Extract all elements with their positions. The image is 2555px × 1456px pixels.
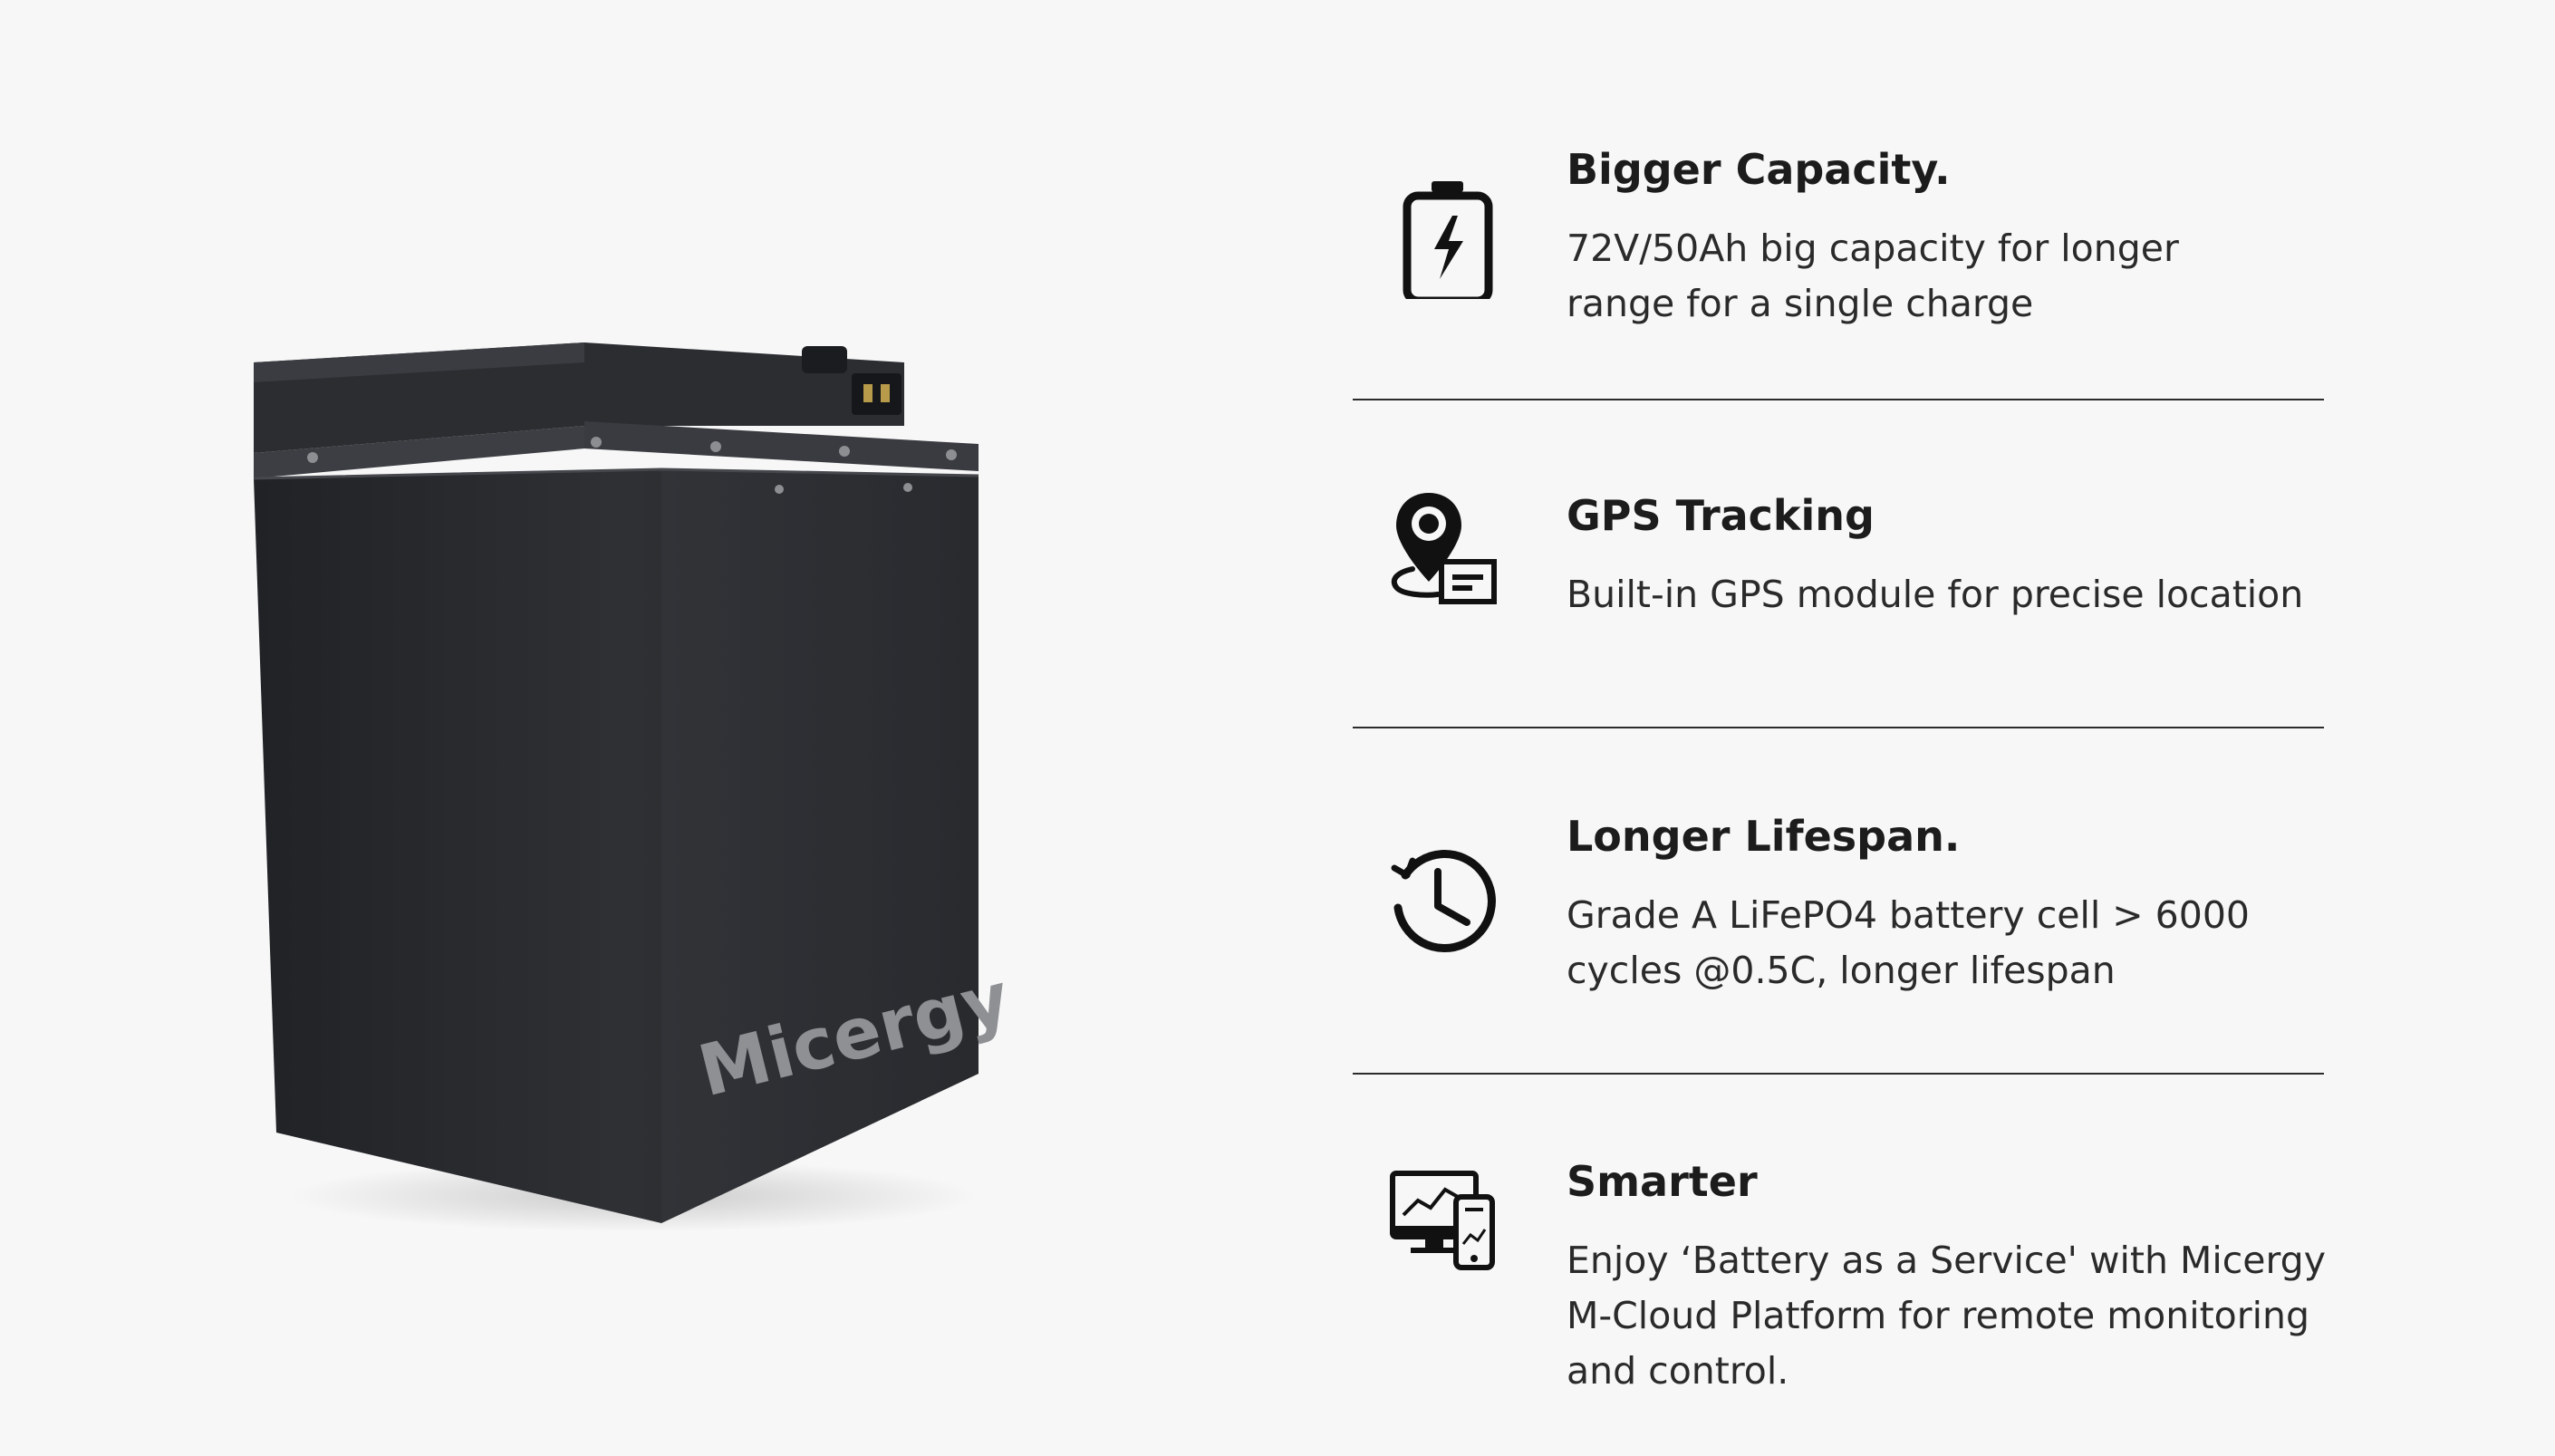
feature-description: Enjoy ‘Battery as a Service' with Micerg… <box>1567 1233 2328 1399</box>
feature-title: Longer Lifespan. <box>1567 812 1961 861</box>
description-line: Grade A LiFePO4 battery cell > 6000 <box>1567 893 2251 937</box>
feature-description: 72V/50Ah big capacity for longer range f… <box>1567 221 2328 332</box>
feature-title: GPS Tracking <box>1567 491 1875 540</box>
description-line: Built-in GPS module for precise location <box>1567 573 2304 616</box>
description-line: M-Cloud Platform for remote monitoring <box>1567 1294 2310 1337</box>
description-line: cycles @0.5C, longer lifespan <box>1567 949 2116 992</box>
battery-product-image: Micergy <box>227 326 1006 1241</box>
gps-location-icon <box>1382 482 1499 618</box>
feature-list: Bigger Capacity. 72V/50Ah big capacity f… <box>1353 136 2327 1422</box>
feature-title: Bigger Capacity. <box>1567 145 1951 194</box>
section-divider <box>1353 1073 2324 1075</box>
feature-description: Built-in GPS module for precise location <box>1567 567 2328 622</box>
description-line: Enjoy ‘Battery as a Service' with Micerg… <box>1567 1239 2326 1282</box>
feature-title: Smarter <box>1567 1157 1758 1206</box>
section-divider <box>1353 399 2324 400</box>
description-line: range for a single charge <box>1567 282 2034 325</box>
clock-history-icon <box>1382 824 1499 960</box>
monitor-phone-icon <box>1382 1157 1499 1293</box>
section-divider <box>1353 727 2324 728</box>
description-line: 72V/50Ah big capacity for longer <box>1567 227 2179 270</box>
description-line: and control. <box>1567 1349 1789 1393</box>
feature-description: Grade A LiFePO4 battery cell > 6000 cycl… <box>1567 888 2328 998</box>
battery-charge-icon <box>1382 163 1499 299</box>
